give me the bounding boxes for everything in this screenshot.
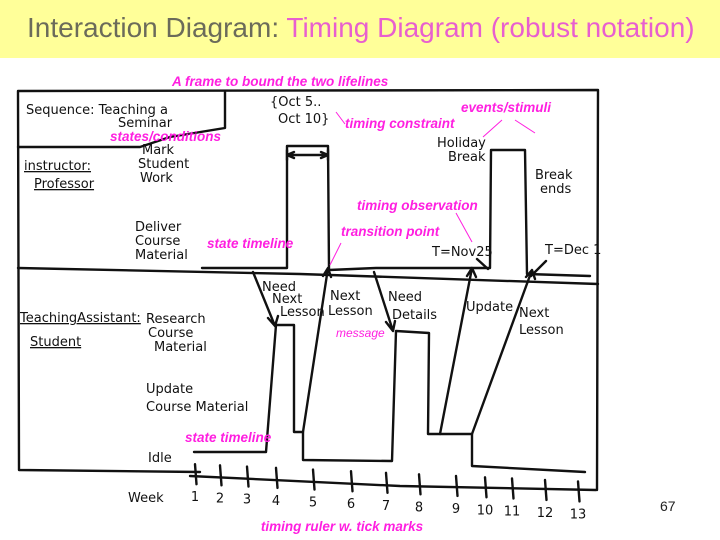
- week-number: 3: [243, 493, 251, 508]
- annotation-message: message: [336, 326, 385, 340]
- state-label: Material: [135, 248, 188, 263]
- slide-title: Interaction Diagram: Timing Diagram (rob…: [27, 12, 695, 44]
- lifeline-instructor-role: instructor:: [24, 159, 91, 174]
- week-number: 11: [504, 504, 521, 519]
- page-number: 67: [660, 498, 676, 514]
- week-number: 13: [570, 507, 587, 522]
- message-label: Details: [392, 308, 437, 323]
- message-label: Need: [388, 290, 422, 305]
- week-number: 2: [216, 491, 224, 506]
- event-label: ends: [540, 182, 571, 197]
- state-label: Mark: [142, 143, 175, 158]
- ruler-tick: [417, 473, 422, 496]
- ruler-tick: [510, 477, 515, 500]
- message-label: Lesson: [519, 323, 564, 338]
- ruler-tick: [274, 466, 279, 490]
- message-arrow: [301, 266, 333, 434]
- week-number: 9: [452, 502, 460, 517]
- message-label: Need: [262, 280, 296, 295]
- message-label: Next: [272, 292, 302, 307]
- ruler-tick: [193, 463, 198, 486]
- outer-frame: [16, 88, 600, 492]
- lifeline-divider: [16, 266, 600, 286]
- timing-ruler: [188, 474, 598, 492]
- state-label: Course: [148, 326, 193, 341]
- state-label: Material: [154, 340, 207, 355]
- ruler-tick: [384, 471, 389, 495]
- frame-label-line1: Sequence: Teaching a: [26, 103, 168, 118]
- week-number: 7: [382, 499, 390, 514]
- title-prefix: Interaction Diagram:: [27, 12, 287, 43]
- lifeline-instructor-class: Professor: [34, 177, 95, 192]
- message-label: Update: [466, 300, 513, 315]
- state-label: Student: [138, 157, 189, 172]
- constraint-line1: {Oct 5..: [270, 95, 321, 110]
- annotation-frame: A frame to bound the two lifelines: [171, 74, 389, 89]
- ruler-tick: [576, 480, 581, 503]
- message-arrow: [438, 266, 478, 436]
- state-label: Course: [135, 234, 180, 249]
- annotation-pointer: [455, 212, 473, 243]
- frame-label-box: [16, 90, 227, 149]
- annotation-events: events/stimuli: [461, 100, 551, 115]
- ruler-tick: [543, 478, 548, 502]
- message-arrow: [372, 270, 397, 333]
- annotation-state-timeline: state timeline: [207, 236, 294, 251]
- annotation-pointer: [335, 111, 346, 125]
- week-number: 8: [415, 500, 423, 515]
- message-label: Next: [330, 289, 360, 304]
- title-accent: Timing Diagram (robust notation): [286, 12, 695, 43]
- week-number: 10: [477, 503, 494, 518]
- annotation-timing-constraint: timing constraint: [345, 116, 455, 131]
- annotation-timing-observation: timing observation: [357, 198, 478, 213]
- annotation-state-timeline: state timeline: [185, 430, 272, 445]
- event-label: Holiday: [437, 136, 486, 151]
- observation-label: T=Dec 1: [544, 243, 601, 258]
- week-number: 12: [537, 506, 554, 521]
- ruler-tick: [483, 476, 488, 499]
- ruler-label: Week: [128, 491, 164, 506]
- ta-state-timeline: [192, 323, 587, 474]
- state-label: Update: [146, 382, 193, 397]
- message-arrow: [251, 270, 280, 328]
- annotation-pointer: [482, 119, 536, 138]
- message-label: Lesson: [280, 305, 325, 320]
- title-bar: Interaction Diagram: Timing Diagram (rob…: [0, 0, 720, 58]
- ruler-tick: [454, 474, 459, 498]
- message-label: Next: [519, 306, 549, 321]
- message-label: Lesson: [328, 304, 373, 319]
- week-number: 4: [272, 494, 280, 509]
- state-label: Work: [140, 171, 173, 186]
- annotation-states: states/conditions: [110, 129, 222, 144]
- week-number: 6: [347, 497, 355, 512]
- event-label: Break: [448, 150, 486, 165]
- annotation-ruler: timing ruler w. tick marks: [261, 519, 424, 534]
- annotation-transition-point: transition point: [341, 224, 440, 239]
- instructor-state-timeline: [200, 144, 592, 278]
- frame-label-line2: Seminar: [118, 116, 173, 131]
- ruler-tick: [311, 468, 316, 491]
- ruler-tick: [349, 470, 354, 493]
- week-number: 1: [191, 490, 199, 505]
- constraint-line2: Oct 10}: [278, 112, 329, 127]
- annotation-pointer: [329, 242, 342, 266]
- state-label: Idle: [148, 451, 172, 466]
- state-label: Research: [146, 312, 206, 327]
- week-number: 5: [309, 496, 317, 511]
- event-label: Break: [535, 168, 573, 183]
- ruler-tick: [245, 465, 250, 488]
- message-arrow: [470, 268, 537, 436]
- lifeline-ta-class: Student: [30, 335, 81, 350]
- state-label: Deliver: [135, 220, 182, 235]
- observation-label: T=Nov25: [431, 245, 493, 260]
- state-label: Course Material: [146, 400, 248, 415]
- ruler-tick: [218, 464, 223, 487]
- constraint-arrow: [285, 148, 330, 162]
- lifeline-ta-role: TeachingAssistant:: [19, 311, 141, 326]
